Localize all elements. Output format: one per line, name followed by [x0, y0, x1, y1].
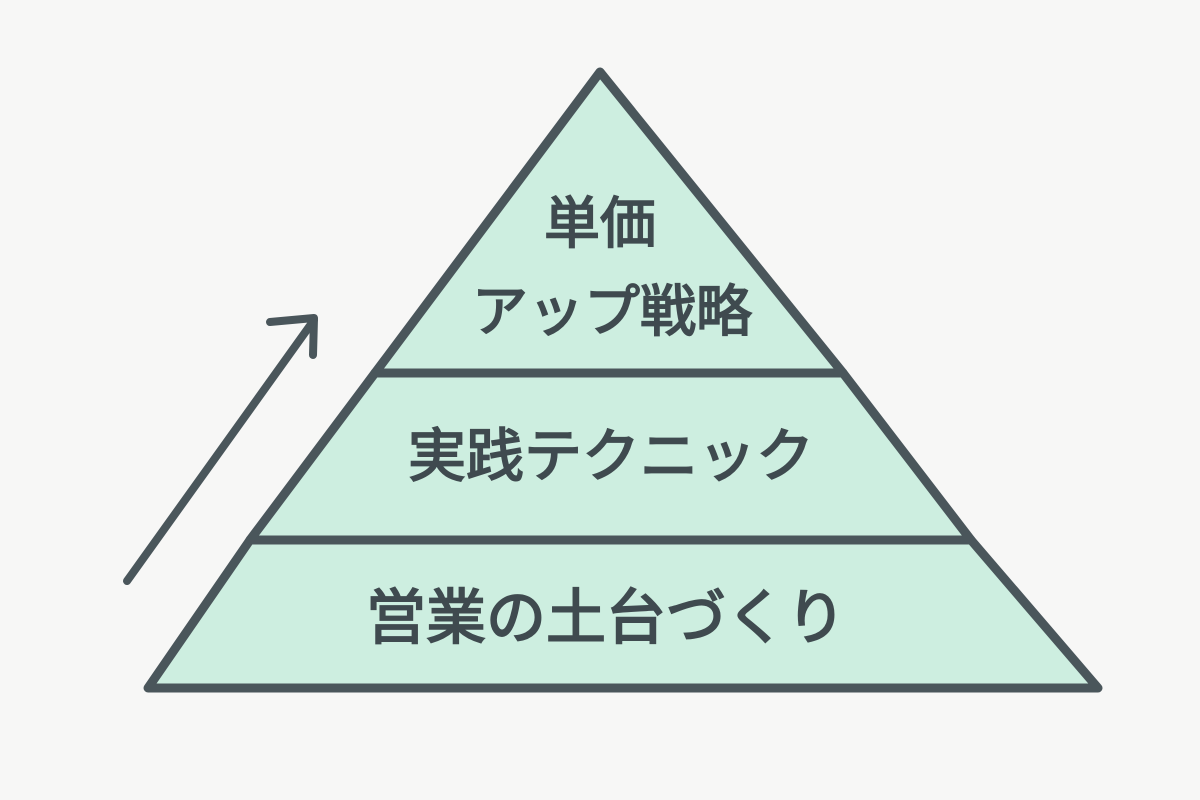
tier-top-label-line1: 単価 — [544, 192, 656, 257]
growth-arrow-shaft — [123, 316, 318, 585]
tier-top-label-line2: アップ戦略 — [472, 280, 753, 345]
growth-arrow-head — [266, 314, 318, 359]
tier-base-label: 営業の土台づくり — [366, 584, 846, 654]
tier-middle-label: 実践テクニック — [408, 422, 814, 490]
pyramid-tier-base — [143, 535, 1103, 693]
